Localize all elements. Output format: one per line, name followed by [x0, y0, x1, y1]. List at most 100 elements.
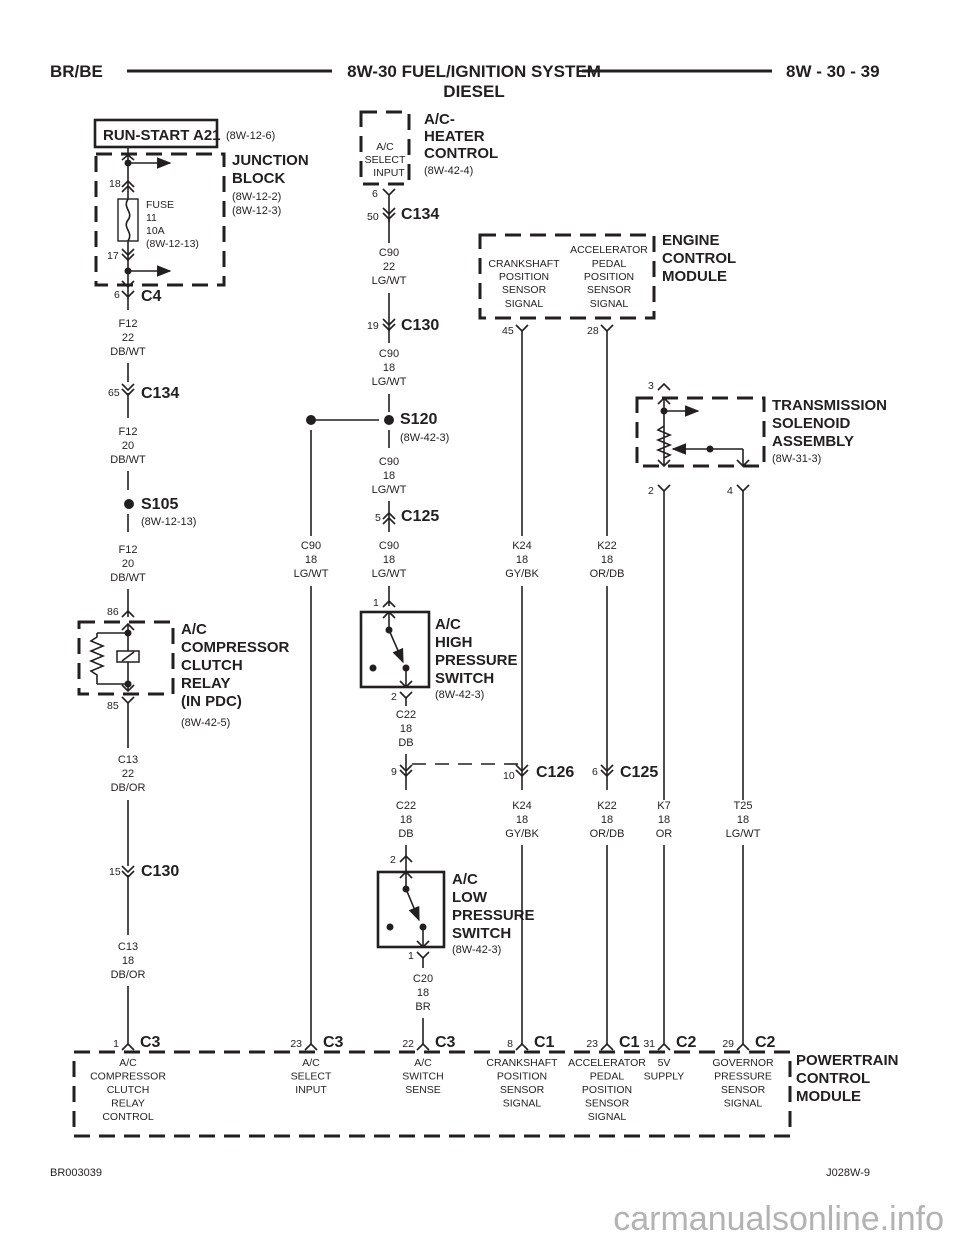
label: 18 [400, 814, 412, 826]
wire-t25: T25 18 LG/WT [726, 800, 761, 840]
c130-mid-pin: 19 [367, 320, 379, 332]
pcm-pin-connector-icon [736, 1042, 750, 1051]
fuse-pin-top: 18 [109, 178, 121, 190]
label: K22 [597, 540, 617, 552]
run-start-label: RUN-START A21 [103, 127, 221, 144]
c134-left-pin: 65 [108, 387, 120, 399]
label: BR [415, 1001, 430, 1013]
c4-label: C4 [141, 288, 162, 305]
label: GY/BK [505, 828, 539, 840]
ac-low-pressure-switch: 2 1 A/C LOW PRESSURE SWITCH (8W-42-3) [376, 854, 535, 962]
pcm-terminal-label: A/C [119, 1057, 137, 1069]
c125-mid-pin: 5 [375, 512, 381, 524]
pcm-connector-label: C2 [755, 1034, 776, 1051]
header-page-number: 8W - 30 - 39 [786, 62, 880, 81]
pcm-terminal-label: A/C [302, 1057, 320, 1069]
pcm-terminal-label: POSITION [582, 1084, 632, 1096]
pcm-terminal-label: SENSOR [585, 1098, 630, 1110]
label: LG/WT [372, 275, 407, 287]
label: GY/BK [505, 568, 539, 580]
label: (8W-42-3) [435, 689, 484, 701]
label: OR/DB [590, 568, 625, 580]
label: MODULE [662, 268, 727, 285]
c130-mid-label: C130 [401, 317, 439, 334]
fuse-pin-18-connector [121, 179, 135, 193]
label: ASSEMBLY [772, 433, 854, 450]
fuse-label-4: (8W-12-13) [146, 238, 199, 250]
relay-name-4: RELAY [181, 675, 230, 692]
label: CONTROL [796, 1070, 870, 1087]
wire-k24-upper: K24 18 GY/BK [505, 540, 539, 580]
transmission-solenoid-assembly: 3 2 4 TRANSMISSION SOLENOID ASSEMBLY (8W… [635, 380, 887, 497]
label: A/C [376, 141, 394, 153]
label: A/C [435, 616, 461, 633]
pcm-pin-number: 29 [722, 1038, 734, 1050]
label: K22 [597, 800, 617, 812]
label: LG/WT [372, 484, 407, 496]
relay-name-1: A/C [181, 621, 207, 638]
label: LG/WT [372, 376, 407, 388]
label: ENGINE [662, 232, 720, 249]
fuse-label-2: 11 [146, 212, 157, 224]
fuse-pin-bottom: 17 [107, 250, 119, 262]
run-start-box [93, 118, 219, 149]
header-subtitle: DIESEL [443, 82, 504, 101]
pcm-terminal-label: PEDAL [590, 1071, 625, 1083]
pcm-terminal-label: CONTROL [102, 1111, 153, 1123]
pcm-pin-connector-icon [121, 1042, 135, 1051]
header-title: 8W-30 FUEL/IGNITION SYSTEM [347, 62, 601, 81]
label: 22 [122, 332, 134, 344]
s105-label: S105 [141, 496, 178, 513]
label: (8W-42-3) [452, 944, 501, 956]
wire-c90-18-a: C90 18 LG/WT [372, 348, 407, 388]
pcm-outline [72, 1050, 792, 1138]
label: C90 [301, 540, 321, 552]
pcm-terminal-label: ACCELERATOR [568, 1057, 646, 1069]
wire-f12-20-upper: F12 20 DB/WT [110, 426, 146, 466]
relay-pin-top: 86 [107, 606, 119, 618]
c134-mid-label: C134 [401, 206, 439, 223]
pcm-terminal-label: SWITCH [402, 1071, 443, 1083]
wire-c13-18: C13 18 DB/OR [111, 941, 146, 981]
label: DB [398, 828, 413, 840]
footer-figure-id: BR003039 [50, 1167, 102, 1179]
c4-pin: 6 [114, 289, 120, 301]
label: PRESSURE [452, 907, 535, 924]
label: 18 [516, 814, 528, 826]
pcm-terminal-label: SENSE [405, 1084, 441, 1096]
label: CONTROL [662, 250, 736, 267]
connector-c126-left: 9 [391, 764, 413, 778]
label: LG/WT [294, 568, 329, 580]
pcm-pin-connector-icon [515, 1042, 529, 1051]
c126-pin: 10 [503, 770, 515, 782]
ac-high-pressure-switch: 1 2 A/C HIGH PRESSURE SWITCH (8W-42-3) [359, 597, 518, 703]
trans-resistor-icon [655, 425, 673, 459]
powertrain-control-module: POWERTRAIN CONTROL MODULE [72, 1050, 899, 1138]
connector-c125-right: 6 C125 [592, 764, 658, 781]
label: MODULE [796, 1088, 861, 1105]
label: 20 [122, 440, 134, 452]
pcm-terminal-label: COMPRESSOR [90, 1071, 166, 1083]
ac-heater-name-3: CONTROL [424, 145, 498, 162]
wire-c22-lower: C22 18 DB [396, 800, 416, 840]
trans-pin-left: 2 [648, 485, 654, 497]
trans-outline [635, 396, 766, 468]
low-switch-pin-top: 2 [390, 854, 396, 866]
label: 22 [122, 768, 134, 780]
s120-label: S120 [400, 411, 437, 428]
label: LG/WT [726, 828, 761, 840]
label: K7 [657, 800, 670, 812]
wire-c90-18-b: C90 18 LG/WT [372, 456, 407, 496]
label: SENSOR [587, 284, 632, 296]
label: 18 [383, 362, 395, 374]
low-switch-contact-icon [405, 888, 420, 922]
pcm-terminal-label: INPUT [295, 1084, 327, 1096]
low-switch-pin-bottom: 1 [408, 950, 414, 962]
label: TRANSMISSION [772, 397, 887, 414]
label: C22 [396, 709, 416, 721]
